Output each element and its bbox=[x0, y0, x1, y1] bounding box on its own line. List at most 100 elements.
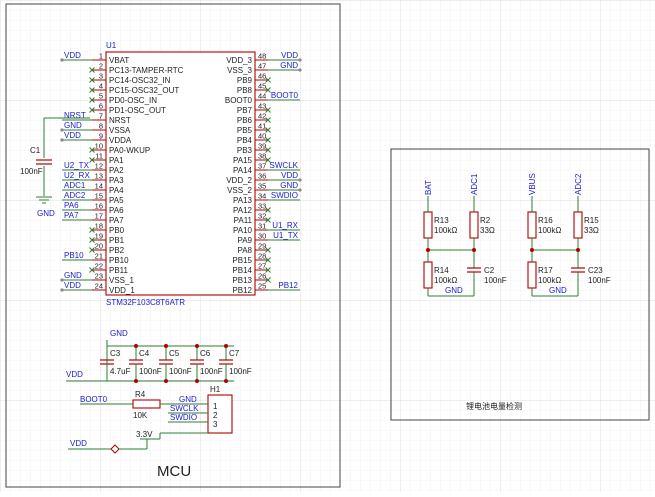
pin-number: 27 bbox=[258, 262, 266, 271]
decoupling-capacitors[interactable]: GND VDD C34.7uFC4100nFC5100nFC6100nFC710… bbox=[66, 329, 252, 383]
pin-name: PB13 bbox=[232, 276, 252, 285]
mcu-body[interactable] bbox=[105, 51, 256, 296]
pin-number: 7 bbox=[99, 112, 103, 121]
battery-frame[interactable] bbox=[390, 148, 650, 421]
pin-name: VDD_3 bbox=[226, 56, 252, 65]
net-label-pa6: PA6 bbox=[64, 201, 79, 210]
cap-value: 100nF bbox=[139, 367, 162, 376]
pin-name: PA15 bbox=[233, 156, 253, 165]
r-bottom-value: 100kΩ bbox=[538, 276, 561, 285]
r-bottom-ref: R14 bbox=[434, 266, 449, 275]
nrst-capacitor[interactable]: C1 100nF GND bbox=[20, 117, 90, 218]
pin-name: PA2 bbox=[109, 166, 124, 175]
pin-number: 47 bbox=[258, 62, 266, 71]
pin-number: 14 bbox=[95, 182, 103, 191]
boot-net-label: BOOT0 bbox=[80, 395, 108, 404]
pin-number: 44 bbox=[258, 92, 266, 101]
h1-net-swclk: SWCLK bbox=[170, 404, 199, 413]
pin-name: PB4 bbox=[237, 136, 253, 145]
boot-resistor[interactable]: BOOT0 R4 10K bbox=[80, 390, 198, 420]
decap-c3[interactable]: C34.7uF bbox=[100, 346, 131, 381]
pin-name: PB8 bbox=[237, 86, 253, 95]
pin-name: PD0-OSC_IN bbox=[109, 96, 157, 105]
net-label-top-left: VBUS bbox=[528, 173, 537, 195]
pin-number: 9 bbox=[99, 132, 103, 141]
mcu-frame[interactable] bbox=[5, 3, 341, 488]
pin-name: PA5 bbox=[109, 196, 124, 205]
pin-number: 23 bbox=[95, 272, 103, 281]
c1-gnd-label: GND bbox=[37, 209, 55, 218]
power-flag[interactable]: VDD 3.3V bbox=[68, 430, 161, 454]
pin-number: 11 bbox=[95, 152, 103, 161]
pin-name: PD1-OSC_OUT bbox=[109, 106, 166, 115]
net-label-gnd: GND bbox=[280, 61, 298, 70]
pin-name: VSSA bbox=[109, 126, 131, 135]
pin-name: VSS_2 bbox=[227, 186, 252, 195]
pin-number: 29 bbox=[258, 242, 266, 251]
pin-name: VDDA bbox=[109, 136, 132, 145]
pin-number: 39 bbox=[258, 142, 266, 151]
pin-name: PC13-TAMPER-RTC bbox=[109, 66, 184, 75]
net-label-top-left: BAT bbox=[424, 180, 433, 195]
pin-number: 12 bbox=[95, 162, 103, 171]
r-top-right-ref: R15 bbox=[584, 216, 599, 225]
swd-header[interactable]: H1 1 2 3 GND SWCLK SWDIO bbox=[160, 385, 233, 434]
pin-name: NRST bbox=[109, 116, 131, 125]
